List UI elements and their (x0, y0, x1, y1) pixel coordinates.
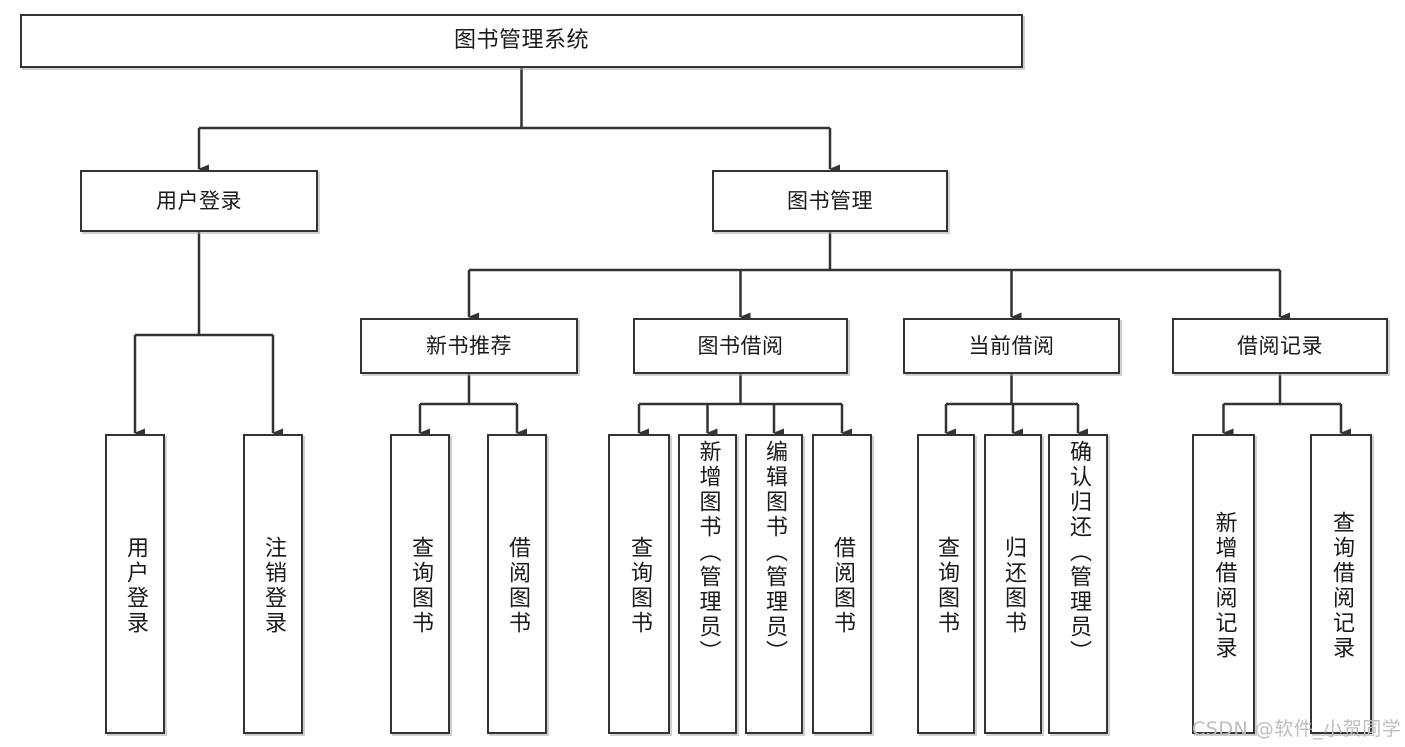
node-query-book-current[interactable]: 查询图书 (917, 434, 975, 734)
node-edit-book-admin[interactable]: 编辑图书（管理员） (745, 434, 803, 734)
node-query-book-rec[interactable]: 查询图书 (390, 434, 450, 734)
node-label: 查询借阅记录 (1329, 511, 1354, 661)
node-label: 确认归还（管理员） (1066, 440, 1091, 665)
node-label: 借阅图书 (830, 536, 855, 636)
node-label: 注销登录 (261, 536, 286, 636)
node-current-borrow[interactable]: 当前借阅 (903, 318, 1120, 374)
node-return-book[interactable]: 归还图书 (984, 434, 1042, 734)
node-book-borrow[interactable]: 图书借阅 (633, 318, 848, 374)
node-label: 用户登录 (123, 536, 148, 636)
node-label: 当前借阅 (968, 333, 1055, 358)
node-book-manage[interactable]: 图书管理 (712, 170, 948, 232)
node-label: 图书管理 (787, 188, 873, 213)
node-label: 新书推荐 (426, 333, 512, 358)
node-label: 新增借阅记录 (1211, 511, 1237, 661)
node-confirm-return-admin[interactable]: 确认归还（管理员） (1048, 434, 1108, 734)
node-label: 归还图书 (1001, 536, 1026, 636)
node-label: 编辑图书（管理员） (762, 440, 787, 665)
node-label: 新增图书（管理员） (695, 440, 721, 665)
node-label: 查询图书 (934, 536, 959, 636)
node-label: 借阅图书 (505, 536, 530, 636)
node-add-book-admin[interactable]: 新增图书（管理员） (678, 434, 737, 734)
node-user-logout[interactable]: 注销登录 (243, 434, 303, 734)
node-label: 查询图书 (408, 536, 433, 636)
node-user-login[interactable]: 用户登录 (105, 434, 165, 734)
node-label: 借阅记录 (1237, 333, 1323, 358)
watermark-text: CSDN @软件_小贺同学 (1192, 718, 1402, 740)
node-user-login[interactable]: 用户登录 (80, 170, 318, 232)
node-label: 图书借阅 (697, 333, 784, 358)
node-borrow-book-rec[interactable]: 借阅图书 (487, 434, 547, 734)
connector-lines (133, 68, 1351, 438)
node-borrow-book[interactable]: 借阅图书 (812, 434, 872, 734)
node-query-borrow-record[interactable]: 查询借阅记录 (1310, 434, 1372, 734)
node-label: 图书管理系统 (453, 28, 589, 54)
node-new-book-rec[interactable]: 新书推荐 (360, 318, 578, 374)
node-label: 用户登录 (156, 188, 242, 213)
node-borrow-record[interactable]: 借阅记录 (1172, 318, 1388, 374)
node-label: 查询图书 (627, 536, 652, 636)
node-root-system[interactable]: 图书管理系统 (20, 14, 1023, 68)
node-query-book-borrow[interactable]: 查询图书 (608, 434, 670, 734)
node-add-borrow-record[interactable]: 新增借阅记录 (1192, 434, 1255, 734)
